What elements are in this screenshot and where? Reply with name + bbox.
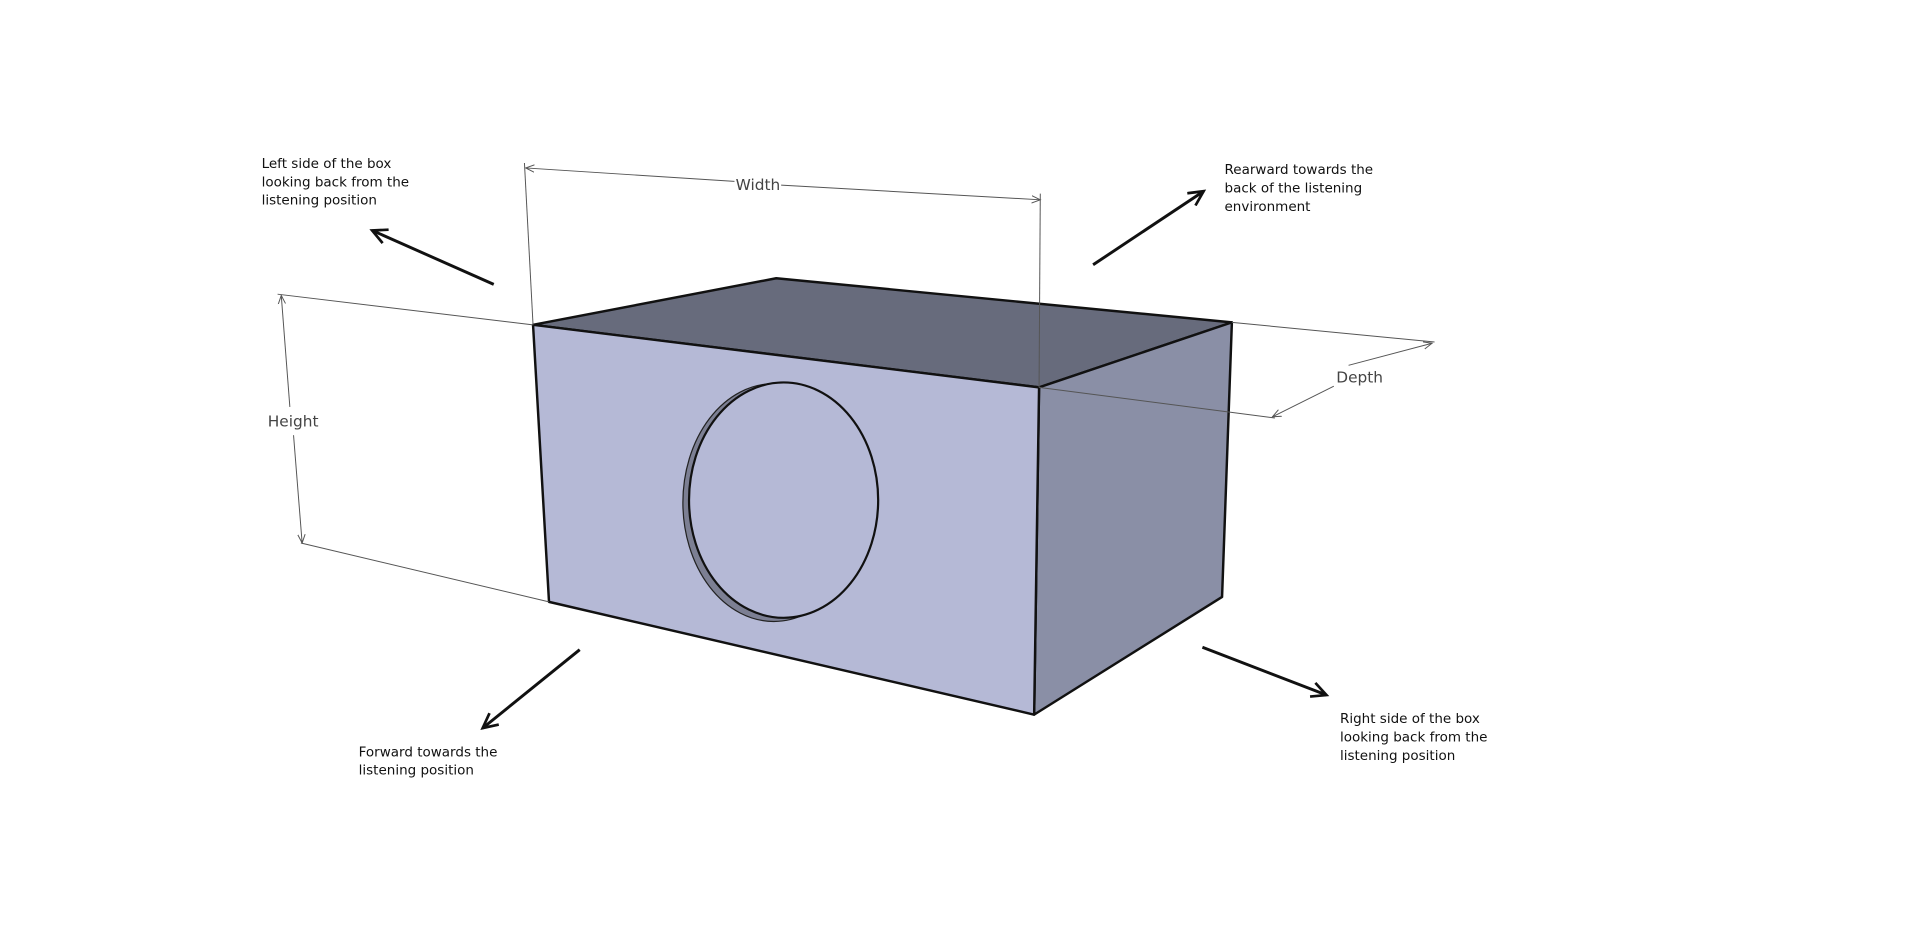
height-dimension: Height xyxy=(268,293,550,603)
right-arrow xyxy=(1201,645,1330,698)
left-arrow xyxy=(369,228,495,286)
forward-arrow xyxy=(480,648,581,731)
forward-annotation: Forward towards the listening position xyxy=(359,744,502,778)
depth-dimension: Depth xyxy=(1038,321,1435,419)
width-dimension: Width xyxy=(523,163,1040,388)
port-opening xyxy=(687,381,880,619)
right-annotation: Right side of the box looking back from … xyxy=(1340,711,1492,764)
depth-label: Depth xyxy=(1336,368,1383,386)
left-annotation: Left side of the box looking back from t… xyxy=(262,156,414,209)
box xyxy=(531,277,1234,716)
height-label: Height xyxy=(268,413,319,431)
box-right-face xyxy=(1032,321,1234,716)
rear-annotation: Rearward towards the back of the listeni… xyxy=(1225,162,1378,215)
rear-arrow xyxy=(1092,189,1207,266)
width-label: Width xyxy=(736,176,781,194)
